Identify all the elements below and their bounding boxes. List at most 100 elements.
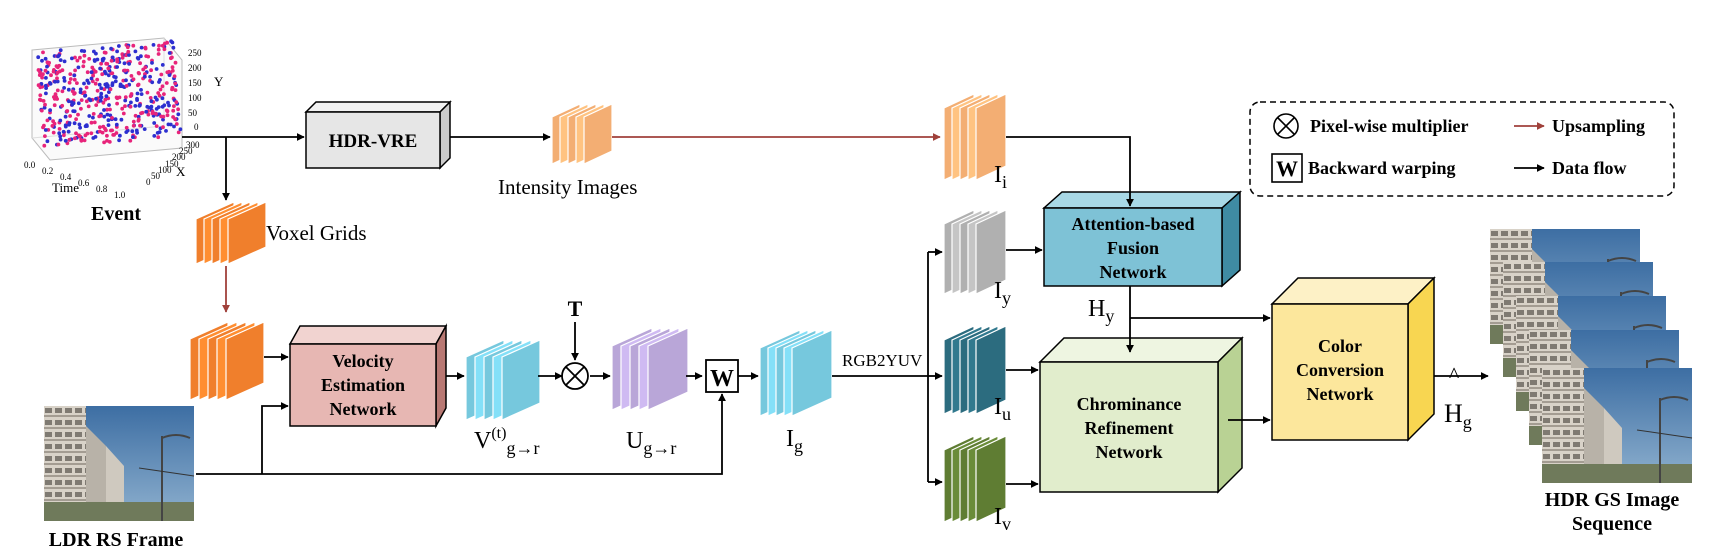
event-point [138,123,142,128]
event-point [95,77,100,82]
event-point [138,61,143,66]
event-point [62,76,66,80]
event-point [142,74,147,79]
event-point [73,68,77,73]
event-point [66,99,71,104]
event-point [117,44,121,48]
event-point [74,117,78,121]
event-point [123,95,128,100]
event-point [118,133,122,138]
event-point [103,126,107,131]
event-point [113,79,118,84]
event-point [102,114,107,119]
event-point [91,73,95,78]
event-time-ticks: 0.0 0.2 0.4 0.6 0.8 1.0 [24,160,126,200]
event-point [114,95,119,100]
event-point [139,54,143,59]
event-point [133,49,138,54]
event-point [87,57,92,61]
event-point [130,129,135,134]
x-tick: 100 [158,165,172,175]
event-point [55,79,60,84]
event-point [100,72,105,77]
event-point [94,103,99,107]
event-point [98,129,102,134]
event-point [129,74,134,78]
event-point [133,113,138,118]
event-point [103,97,108,102]
event-point [156,52,161,56]
event-point [95,88,100,93]
voxel-grids-input-stack [189,321,265,401]
event-point [55,88,60,93]
event-point [61,129,66,134]
event-point [97,82,102,87]
event-point [165,70,170,75]
event-point [43,68,48,73]
event-point [135,130,140,135]
ldr-rs-frame-image [43,405,195,522]
event-point [144,109,149,114]
y-tick: 250 [188,48,202,58]
event-point [143,46,148,51]
event-y-ticks: 250 200 150 100 50 0 [188,48,202,132]
event-point [39,108,44,113]
event-point [44,76,48,80]
event-point [57,126,62,131]
event-point [88,98,93,103]
event-point [94,96,98,101]
event-point [78,125,82,130]
event-point [171,45,176,50]
event-point [62,59,67,64]
event-point [38,70,42,75]
event-point [81,64,86,69]
event-point [145,90,150,95]
iu-stack [943,325,1007,415]
stack-layer [975,435,1007,523]
event-point [137,71,142,76]
y-tick: 150 [188,78,202,88]
event-point [129,100,133,105]
ldr-frame-label: LDR RS Frame [49,529,184,551]
color-label-line1: Color [1318,336,1362,356]
event-point [85,131,90,136]
event-point [82,81,86,86]
legend-warp-icon: W [1271,153,1303,183]
event-point [156,135,161,140]
event-point [124,125,129,130]
event-point [148,74,153,79]
event-point [123,104,127,108]
warp-symbol: W [710,366,734,392]
event-point [99,91,104,96]
event-point [90,65,95,70]
event-point [162,47,167,52]
event-point [145,104,150,109]
legend-warping-label: Backward warping [1308,158,1456,178]
event-point [81,59,86,64]
event-point [141,67,146,72]
event-point [89,76,94,81]
time-tick: 0.6 [78,178,90,188]
event-point [84,99,89,104]
y-tick: 200 [188,63,202,73]
event-point [93,69,98,74]
event-point [113,117,118,122]
event-point [67,122,71,127]
event-point [79,106,83,111]
event-point [91,112,96,116]
event-point [126,49,131,54]
t-symbol: T [568,296,583,321]
event-point [72,77,77,82]
event-point [167,51,172,55]
event-point [102,140,106,145]
event-point [92,120,97,125]
stack-layer [227,201,267,265]
event-point [62,86,66,90]
event-point [51,130,56,135]
event-point [136,82,141,87]
event-point [58,137,63,142]
x-tick: 200 [172,152,186,162]
event-point [128,104,133,109]
event-point [43,128,48,132]
